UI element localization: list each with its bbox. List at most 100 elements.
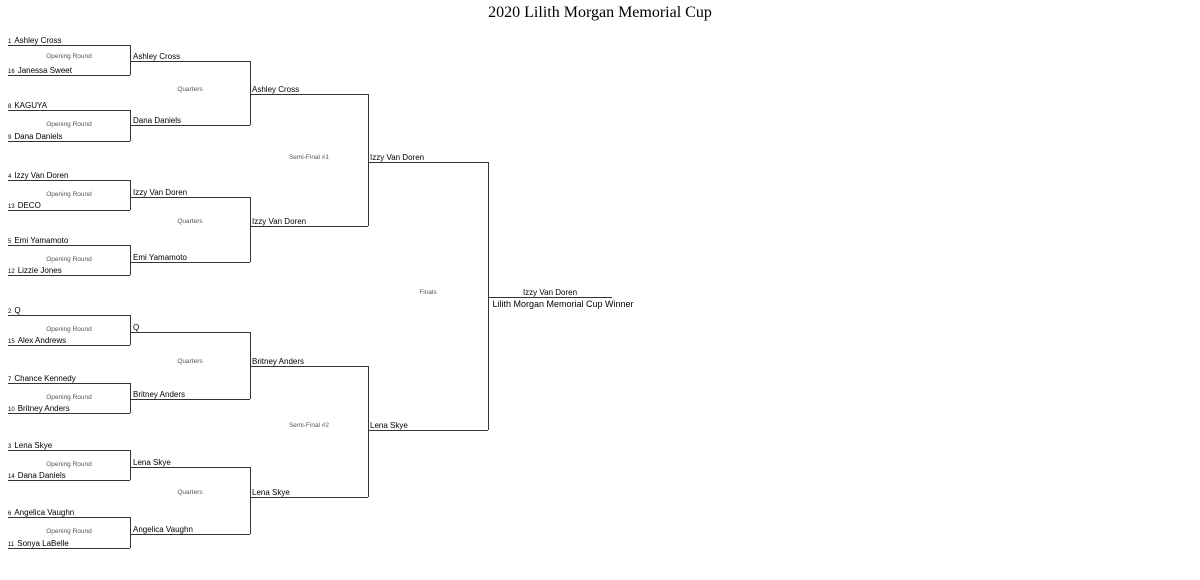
player-name: Alex Andrews bbox=[17, 336, 67, 345]
bracket-line-h bbox=[130, 534, 250, 535]
match-winner-name: Lena Skye bbox=[252, 488, 290, 497]
bracket-line-h bbox=[8, 210, 130, 211]
player-name: Angelica Vaughn bbox=[14, 508, 75, 517]
player-name: KAGUYA bbox=[14, 101, 48, 110]
seed-number: 1 bbox=[8, 39, 12, 45]
champion-line bbox=[488, 297, 612, 298]
bracket-line-h bbox=[8, 450, 130, 451]
seed-number: 6 bbox=[8, 511, 12, 517]
bracket-line-h bbox=[130, 61, 250, 62]
round-label: Opening Round bbox=[46, 121, 92, 128]
bracket-line-v bbox=[130, 450, 131, 480]
round-label: Semi-Final #2 bbox=[288, 422, 330, 429]
player-name: Q bbox=[14, 306, 21, 315]
player-name: Emi Yamamoto bbox=[14, 236, 69, 245]
player-name: Ashley Cross bbox=[14, 36, 62, 45]
bracket-line-h bbox=[8, 517, 130, 518]
seed-number: 5 bbox=[8, 239, 12, 245]
bracket-line-v bbox=[250, 61, 251, 125]
round-label: Opening Round bbox=[46, 394, 92, 401]
champion-name: Izzy Van Doren bbox=[522, 288, 578, 297]
bracket-line-h bbox=[8, 345, 130, 346]
bracket-line-h bbox=[130, 197, 250, 198]
seed-number: 7 bbox=[8, 377, 12, 383]
round-label: Opening Round bbox=[46, 53, 92, 60]
match-winner-name: Q bbox=[133, 323, 140, 332]
bracket-line-h bbox=[250, 94, 368, 95]
player-name: Izzy Van Doren bbox=[14, 171, 69, 180]
player-name: Janessa Sweet bbox=[17, 66, 72, 75]
player-name: Dana Daniels bbox=[17, 471, 66, 480]
bracket-line-h bbox=[130, 125, 250, 126]
match-winner-name: Lena Skye bbox=[370, 421, 408, 430]
bracket-line-h bbox=[8, 275, 130, 276]
bracket-line-v bbox=[250, 332, 251, 399]
round-label: Opening Round bbox=[46, 191, 92, 198]
round-label: Semi-Final #1 bbox=[288, 154, 330, 161]
bracket-line-v bbox=[250, 197, 251, 262]
match-winner-name: Izzy Van Doren bbox=[370, 153, 425, 162]
match-winner-name: Angelica Vaughn bbox=[133, 525, 193, 534]
bracket-line-v bbox=[130, 245, 131, 275]
seed-number: 2 bbox=[8, 309, 12, 315]
round-label: Quarters bbox=[177, 489, 203, 496]
bracket-line-h bbox=[8, 180, 130, 181]
bracket-line-v bbox=[130, 383, 131, 413]
round-label: Opening Round bbox=[46, 326, 92, 333]
bracket-line-v bbox=[368, 94, 369, 226]
seed-number: 12 bbox=[8, 269, 15, 275]
bracket-line-v bbox=[130, 45, 131, 75]
bracket-line-h bbox=[8, 480, 130, 481]
bracket-line-v bbox=[130, 180, 131, 210]
bracket-line-h bbox=[368, 430, 488, 431]
bracket-line-h bbox=[8, 110, 130, 111]
match-winner-name: Emi Yamamoto bbox=[133, 253, 187, 262]
match-winner-name: Lena Skye bbox=[133, 458, 171, 467]
round-label: Quarters bbox=[177, 358, 203, 365]
seed-number: 13 bbox=[8, 204, 15, 210]
seed-number: 10 bbox=[8, 407, 15, 413]
bracket-line-h bbox=[368, 162, 488, 163]
seed-number: 8 bbox=[8, 104, 12, 110]
seed-number: 16 bbox=[8, 69, 15, 75]
player-name: Lena Skye bbox=[14, 441, 53, 450]
bracket-line-h bbox=[8, 141, 130, 142]
bracket-line-h bbox=[8, 245, 130, 246]
bracket-line-v bbox=[130, 517, 131, 548]
match-winner-name: Izzy Van Doren bbox=[133, 188, 188, 197]
round-label: Opening Round bbox=[46, 528, 92, 535]
match-winner-name: Britney Anders bbox=[252, 357, 305, 366]
player-name: Chance Kennedy bbox=[14, 374, 76, 383]
champion-caption: Lilith Morgan Memorial Cup Winner bbox=[492, 299, 634, 309]
bracket-line-h bbox=[8, 315, 130, 316]
bracket-line-v bbox=[488, 162, 489, 430]
bracket-line-v bbox=[368, 366, 369, 497]
match-winner-name: Ashley Cross bbox=[252, 85, 300, 94]
seed-number: 14 bbox=[8, 474, 15, 480]
match-winner-name: Ashley Cross bbox=[133, 52, 181, 61]
bracket-line-h bbox=[250, 366, 368, 367]
round-label: Quarters bbox=[177, 218, 203, 225]
bracket-line-h bbox=[250, 226, 368, 227]
bracket-line-h bbox=[8, 383, 130, 384]
bracket-line-h bbox=[130, 467, 250, 468]
player-name: Sonya LaBelle bbox=[17, 539, 69, 548]
bracket-line-h bbox=[250, 497, 368, 498]
bracket-line-h bbox=[130, 332, 250, 333]
bracket-line-h bbox=[8, 75, 130, 76]
bracket-line-h bbox=[8, 45, 130, 46]
match-winner-name: Britney Anders bbox=[133, 390, 186, 399]
player-name: Lizzie Jones bbox=[17, 266, 62, 275]
bracket-line-v bbox=[130, 315, 131, 345]
